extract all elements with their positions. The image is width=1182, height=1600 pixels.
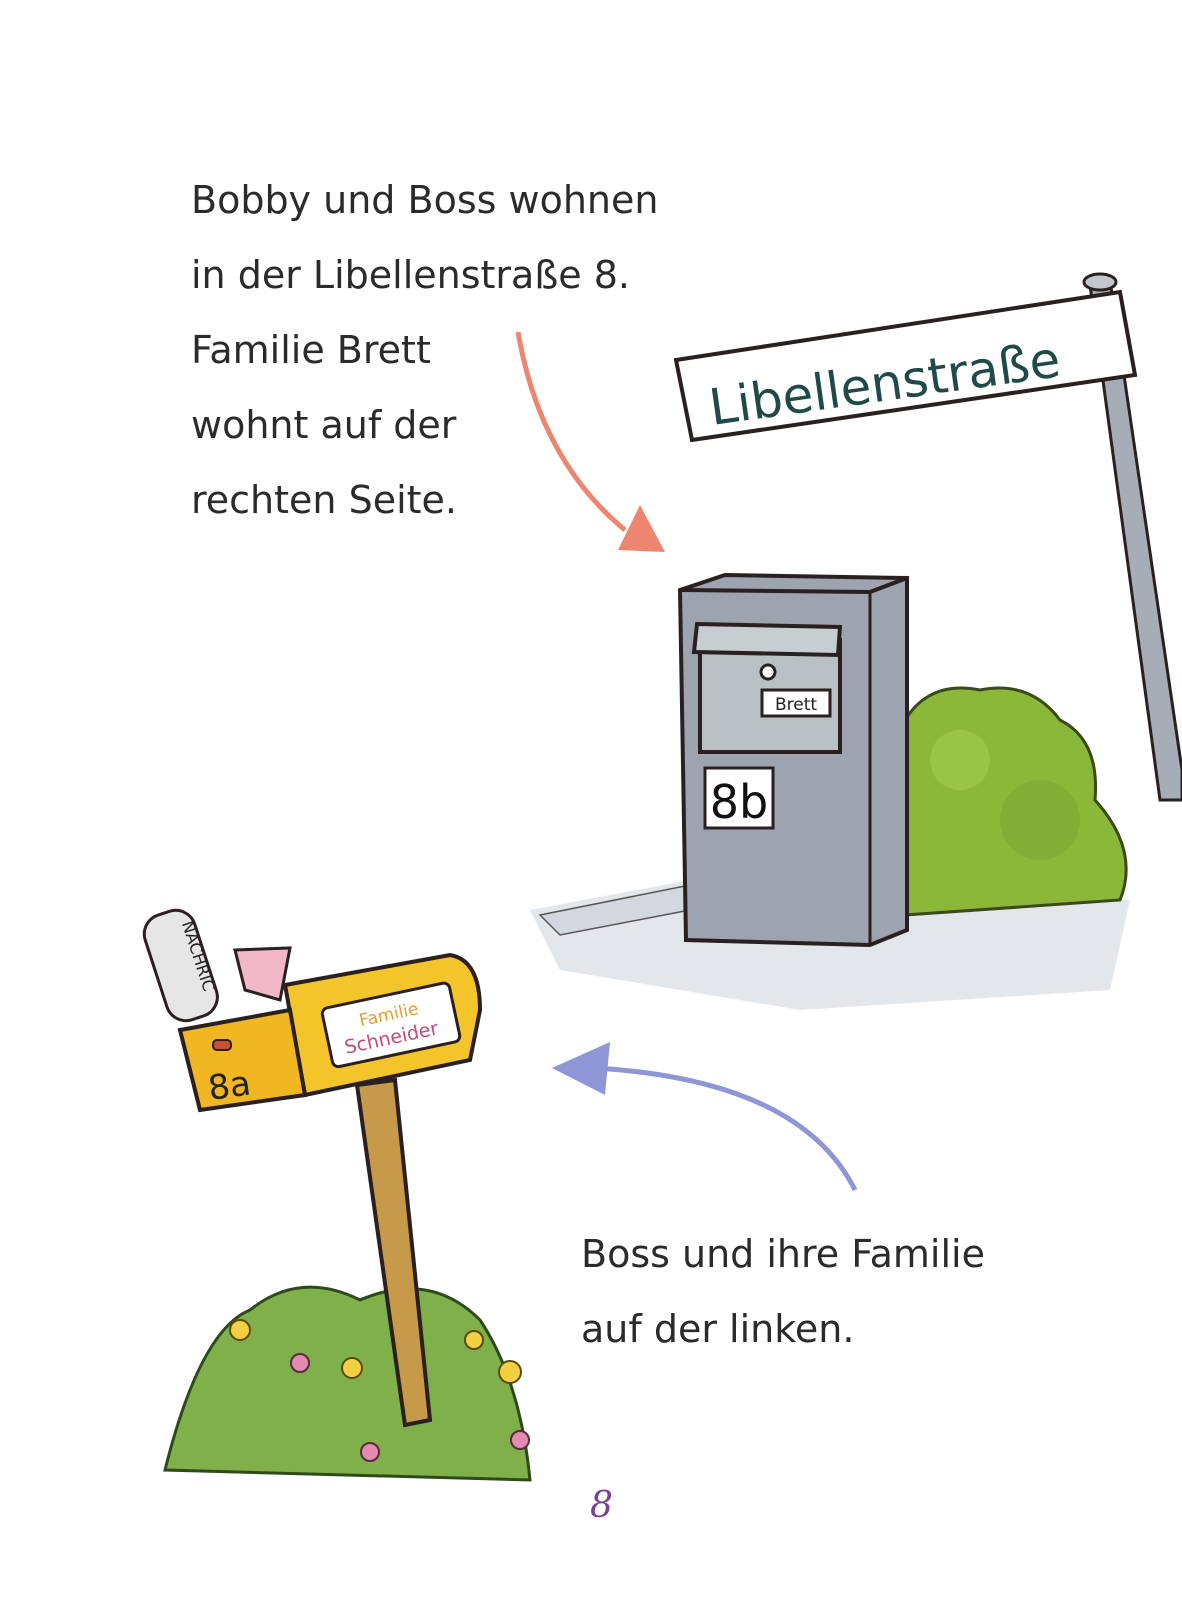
house-number-8a: 8a bbox=[206, 1063, 254, 1109]
grass bbox=[163, 1285, 532, 1482]
arrow-head bbox=[552, 1042, 610, 1095]
arrow-head bbox=[618, 505, 665, 552]
bush bbox=[903, 686, 1128, 917]
text-line: Familie Brett bbox=[191, 328, 431, 372]
text-line: Boss und ihre Familie bbox=[581, 1232, 985, 1276]
text-line: Bobby und Boss wohnen bbox=[191, 178, 659, 222]
text-line: rechten Seite. bbox=[191, 478, 457, 522]
arrow-to-left-mailbox bbox=[594, 1065, 858, 1192]
arrow-to-right-mailbox bbox=[515, 331, 627, 532]
text-line: auf der linken. bbox=[581, 1307, 855, 1351]
mailbox-post bbox=[354, 1077, 433, 1428]
text-line: in der Libellenstraße 8. bbox=[191, 253, 630, 297]
text-line: wohnt auf der bbox=[191, 403, 457, 447]
text-top: Bobby und Boss wohnen in der Libellenstr… bbox=[191, 163, 658, 538]
house-number-8b: 8b bbox=[710, 775, 768, 829]
mailbox-right: Brett 8b bbox=[677, 572, 909, 948]
mailbox-left: NACHRIC 8a Familie Schneider bbox=[142, 908, 483, 1113]
newspaper bbox=[142, 908, 219, 1023]
mailbox-name-brett: Brett bbox=[775, 695, 817, 715]
page-number: 8 bbox=[590, 1485, 613, 1526]
text-bottom: Boss und ihre Familie auf der linken. bbox=[581, 1217, 985, 1367]
